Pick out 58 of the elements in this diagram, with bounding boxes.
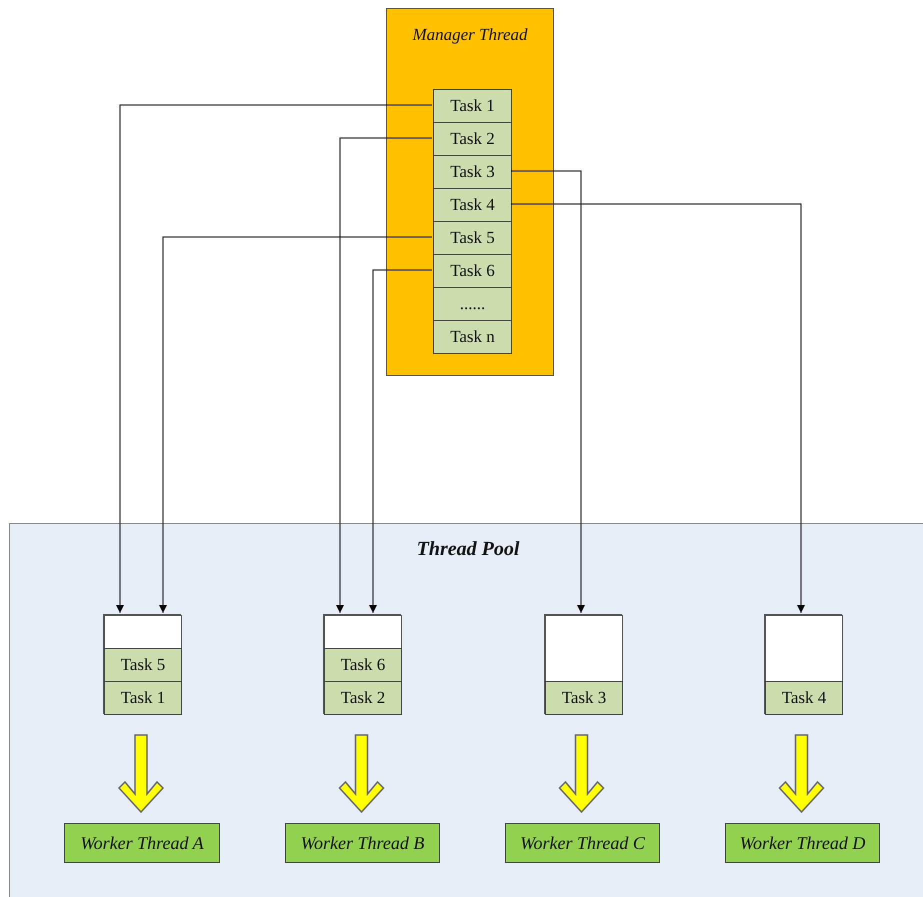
empty-slot: [104, 615, 182, 649]
task-label: Task 5: [450, 228, 495, 248]
queue-box: [103, 614, 181, 714]
task-label: Task 6: [450, 261, 495, 281]
thread-name: Worker Thread C: [520, 832, 645, 854]
task-label: Task 4: [782, 688, 826, 708]
block-arrow: [338, 734, 385, 814]
empty-slot: [324, 615, 402, 649]
empty-slot: [545, 615, 623, 682]
task-cell: [433, 89, 512, 123]
task-cell: [433, 320, 512, 354]
worker-box: [725, 823, 880, 863]
task-label: Task 5: [120, 655, 166, 675]
connector-arrow: [510, 170, 585, 614]
task-label: Task 4: [450, 195, 495, 215]
task-cell: [433, 287, 512, 321]
thread-name: Worker Thread A: [80, 832, 204, 854]
task-cell: [433, 122, 512, 156]
connector-arrow: [159, 236, 432, 614]
thread-name: Worker Thread B: [300, 832, 424, 854]
block-arrow: [778, 734, 825, 814]
thread-name: Worker Thread D: [740, 832, 866, 854]
task-cell: [545, 681, 623, 715]
task-label: Task 2: [340, 688, 386, 708]
block-arrow: [558, 734, 605, 814]
worker-box: [64, 823, 220, 863]
connector-arrow: [116, 104, 432, 614]
worker-box: [285, 823, 440, 863]
task-cell: [104, 648, 182, 682]
task-label: Task 3: [450, 162, 495, 182]
task-cell: [324, 648, 402, 682]
task-label: Task 1: [450, 96, 495, 116]
worker-box: [505, 823, 660, 863]
task-cell: [324, 681, 402, 715]
task-label: Task 2: [450, 129, 495, 149]
connector-arrow: [336, 138, 432, 614]
panel-title: Manager Thread: [412, 25, 528, 45]
empty-slot: [765, 615, 843, 682]
task-cell: [765, 681, 843, 715]
task-label: ......: [460, 294, 486, 314]
connector-arrow: [369, 270, 432, 614]
queue-box: [544, 614, 622, 714]
queue-box: [764, 614, 842, 714]
task-cell: [433, 188, 512, 222]
task-label: Task 3: [562, 688, 606, 708]
queue-box: [323, 614, 401, 714]
task-label: Task n: [450, 327, 495, 347]
task-label: Task 1: [120, 688, 166, 708]
task-cell: [104, 681, 182, 715]
task-label: Task 6: [340, 655, 386, 675]
task-cell: [433, 155, 512, 189]
task-cell: [433, 254, 512, 288]
block-arrow: [118, 734, 164, 814]
task-cell: [433, 221, 512, 255]
panel-title: Thread Pool: [416, 538, 520, 561]
thread-panel: [386, 8, 554, 376]
connector-arrow: [510, 204, 805, 614]
pool-panel: [9, 523, 923, 897]
